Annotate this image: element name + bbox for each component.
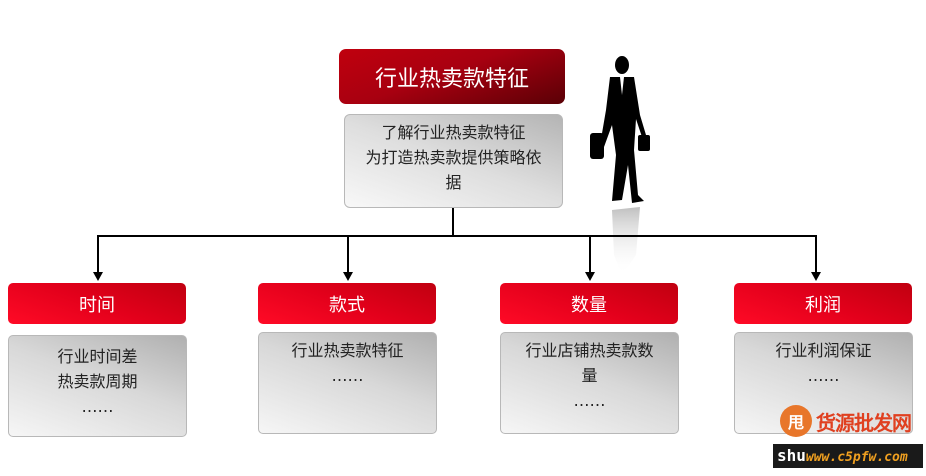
money-bag-icon: 甩: [780, 405, 812, 437]
category-line: 行业利润保证: [775, 341, 872, 360]
watermark-url: www.c5pfw.com: [805, 450, 908, 465]
category-body-profit: 行业利润保证 ……: [734, 332, 913, 434]
category-header-quantity: 数量: [500, 283, 678, 324]
watermark-logo-text: 货源批发网: [816, 410, 912, 435]
category-header-time: 时间: [8, 283, 186, 324]
category-line: 行业店铺热卖款数: [525, 341, 654, 360]
arrow-down-icon: [93, 272, 103, 281]
category-body-style: 行业热卖款特征 ……: [258, 332, 437, 434]
arrow-down-icon: [585, 272, 595, 281]
description-line: 了解行业热卖款特征: [381, 123, 526, 142]
category-label: 款式: [329, 294, 365, 316]
watermark-logo: 甩 货源批发网: [780, 400, 920, 442]
category-line: ……: [807, 366, 840, 385]
category-body-time: 行业时间差 热卖款周期 ……: [8, 335, 187, 437]
category-line: 热卖款周期: [57, 372, 138, 391]
connector-horizontal: [97, 235, 817, 237]
category-line: 行业时间差: [57, 347, 138, 366]
category-line: 行业热卖款特征: [291, 341, 404, 360]
description-line: 据: [445, 173, 462, 192]
category-label: 利润: [805, 294, 841, 316]
connector-branch-time: [97, 235, 99, 273]
watermark-url-prefix: shu: [777, 446, 806, 465]
arrow-down-icon: [343, 272, 353, 281]
category-header-profit: 利润: [734, 283, 912, 324]
category-header-style: 款式: [258, 283, 436, 324]
category-line: ……: [573, 391, 606, 410]
category-body-quantity: 行业店铺热卖款数 量 ……: [500, 332, 679, 434]
main-description-box: 了解行业热卖款特征 为打造热卖款提供策略依 据: [344, 114, 563, 208]
category-label: 数量: [571, 294, 607, 316]
category-label: 时间: [79, 294, 115, 316]
connector-branch-style: [347, 235, 349, 273]
description-line: 为打造热卖款提供策略依: [365, 148, 542, 167]
main-title: 行业热卖款特征: [374, 66, 529, 92]
main-title-box: 行业热卖款特征: [339, 49, 565, 104]
category-line: ……: [331, 366, 364, 385]
arrow-down-icon: [811, 272, 821, 281]
connector-branch-profit: [815, 235, 817, 273]
connector-trunk: [452, 208, 454, 236]
category-line: ……: [81, 397, 114, 416]
connector-branch-quantity: [589, 235, 591, 273]
category-line: 量: [581, 366, 598, 385]
watermark-url-bar: shuwww.c5pfw.com: [773, 444, 923, 468]
businessman-silhouette-icon: [590, 56, 650, 275]
